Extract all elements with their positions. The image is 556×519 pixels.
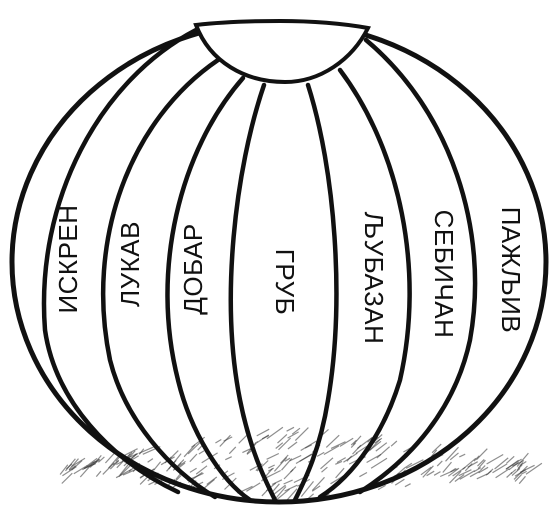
segment-labels: ИСКРЕН ЛУКАВ ДОБАР ГРУБ ЉУБАЗАН СЕБИЧАН … (53, 204, 526, 344)
shadow-stroke (290, 456, 302, 461)
shadow-stroke (437, 461, 442, 466)
shadow-stroke (281, 455, 289, 463)
shadow-stroke (188, 442, 201, 454)
ball-seams (44, 30, 475, 500)
shadow-stroke (184, 445, 195, 457)
label-grub: ГРУБ (270, 249, 300, 315)
shadow-stroke (190, 454, 197, 462)
shadow-stroke (207, 477, 217, 485)
shadow-stroke (353, 436, 361, 445)
shadow-stroke (507, 456, 515, 463)
shadow-stroke (359, 473, 367, 477)
shadow-stroke (267, 427, 283, 438)
shadow-stroke (262, 490, 268, 496)
shadow-stroke (229, 447, 236, 454)
shadow-stroke (450, 453, 458, 460)
label-iskren: ИСКРЕН (53, 204, 83, 313)
shadow-stroke (347, 456, 352, 461)
shadow-stroke (148, 459, 153, 463)
seam-5 (295, 85, 336, 500)
shadow-stroke (519, 476, 525, 483)
shadow-stroke (268, 465, 274, 468)
shadow-stroke (204, 479, 215, 488)
shadow-stroke (246, 483, 260, 491)
label-dobar: ДОБАР (178, 223, 208, 315)
shadow-stroke (288, 442, 297, 449)
shadow-stroke (62, 467, 76, 476)
shadow-stroke (272, 480, 282, 485)
label-lukav: ЛУКАВ (115, 221, 145, 307)
shadow-stroke (284, 469, 293, 479)
shadow-stroke (199, 451, 204, 454)
shadow-stroke (317, 452, 324, 456)
label-pazhljiv: ПАЖЉИВ (496, 207, 526, 334)
shadow-stroke (215, 440, 221, 444)
shadow-stroke (103, 463, 115, 475)
shadow-stroke (434, 472, 440, 476)
label-sebichan: СЕБИЧАН (429, 210, 459, 339)
shadow-stroke (267, 454, 279, 460)
shadow-stroke (371, 458, 387, 468)
shadow-stroke (96, 471, 101, 476)
shadow-stroke (154, 462, 161, 470)
shadow-stroke (225, 457, 231, 460)
shadow-stroke (443, 462, 452, 472)
shadow-stroke (507, 473, 512, 478)
shadow-stroke (487, 455, 504, 465)
shadow-stroke (391, 441, 397, 446)
shadow-stroke (190, 468, 197, 472)
shadow-stroke (322, 467, 328, 472)
shadow-stroke (284, 480, 293, 484)
shadow-stroke (340, 438, 353, 446)
shadow-stroke (459, 454, 465, 457)
shadow-stroke (301, 441, 317, 450)
shadow-stroke (276, 443, 283, 449)
shadow-stroke (257, 429, 270, 436)
shadow-stroke (477, 449, 488, 460)
shadow-stroke (331, 442, 345, 449)
shadow-stroke (278, 434, 287, 443)
shadow-stroke (487, 469, 493, 475)
shadow-stroke (405, 484, 411, 487)
shadow-stroke (274, 458, 286, 472)
shadow-stroke (80, 462, 93, 477)
shadow-stroke (477, 474, 487, 479)
label-ljubazan: ЉУБАЗАН (359, 212, 389, 345)
shadow-stroke (312, 477, 324, 490)
shadow-stroke (287, 427, 294, 431)
